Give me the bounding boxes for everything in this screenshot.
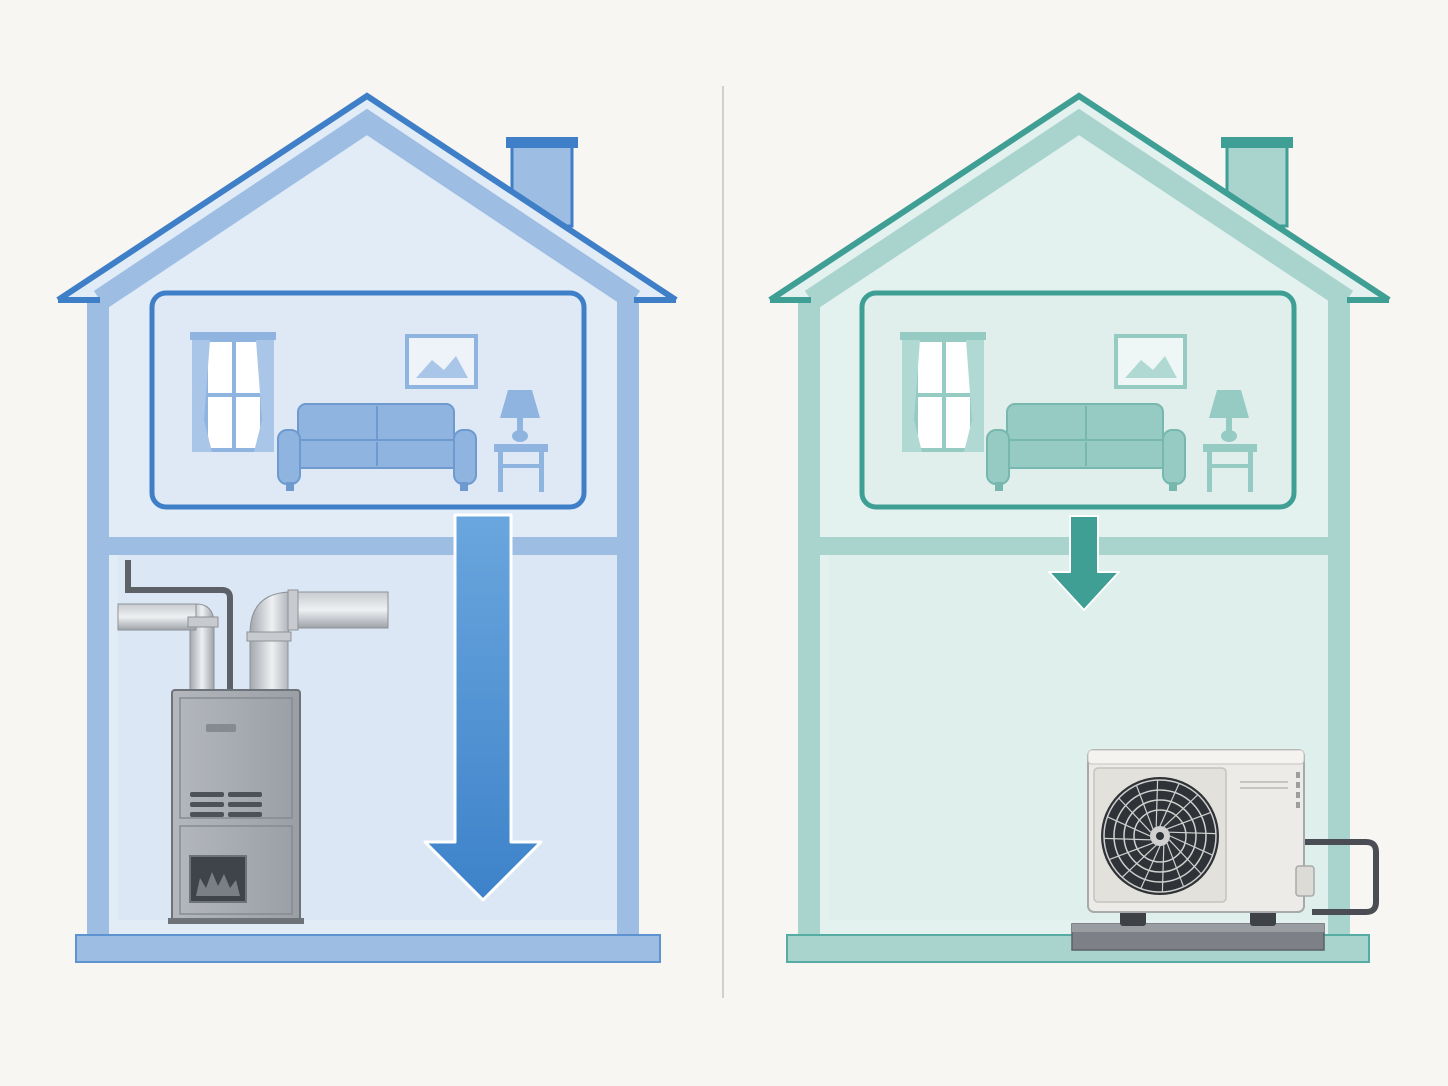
right-house: [768, 92, 1391, 963]
fan-spoke: [1155, 780, 1159, 827]
fan-spoke: [1121, 844, 1157, 878]
roof: [56, 92, 678, 303]
heat-loss-arrow-small: [1048, 515, 1120, 611]
floor-slab: [108, 537, 628, 555]
window-icon: [900, 332, 986, 452]
sofa-icon: [277, 403, 477, 491]
lamp-icon: [1209, 390, 1249, 442]
fan-spoke: [1169, 835, 1213, 856]
fan-spoke: [1159, 783, 1180, 827]
picture-frame-icon: [1114, 334, 1187, 389]
down-arrow-icon: [423, 513, 543, 902]
fan-spoke: [1163, 794, 1199, 828]
lamp-icon: [500, 390, 540, 442]
fan-spoke: [1169, 831, 1216, 835]
fan-spoke: [1107, 816, 1151, 837]
foundation: [75, 934, 661, 963]
fan-spoke: [1168, 839, 1202, 875]
fan-spoke: [1161, 845, 1165, 892]
heat-loss-arrow-large: [423, 513, 543, 902]
down-arrow-icon: [1048, 515, 1120, 611]
fan-icon: [1101, 777, 1219, 895]
fan-spoke: [1135, 785, 1154, 830]
fan-spoke: [1118, 797, 1152, 833]
fan-spoke: [1140, 845, 1161, 889]
sofa-icon: [986, 403, 1186, 491]
furnace-icon: [117, 560, 389, 924]
heat-pump-icon: [1071, 749, 1379, 951]
left-house: [56, 92, 678, 963]
fan-spoke: [1166, 842, 1185, 887]
picture-frame-icon: [405, 334, 478, 389]
side-table-icon: [494, 444, 548, 492]
fan-spoke: [1109, 842, 1154, 861]
fan-spoke: [1166, 811, 1211, 830]
fan-spoke: [1104, 837, 1151, 841]
window-icon: [190, 332, 276, 452]
side-table-icon: [1203, 444, 1257, 492]
roof: [768, 92, 1391, 303]
